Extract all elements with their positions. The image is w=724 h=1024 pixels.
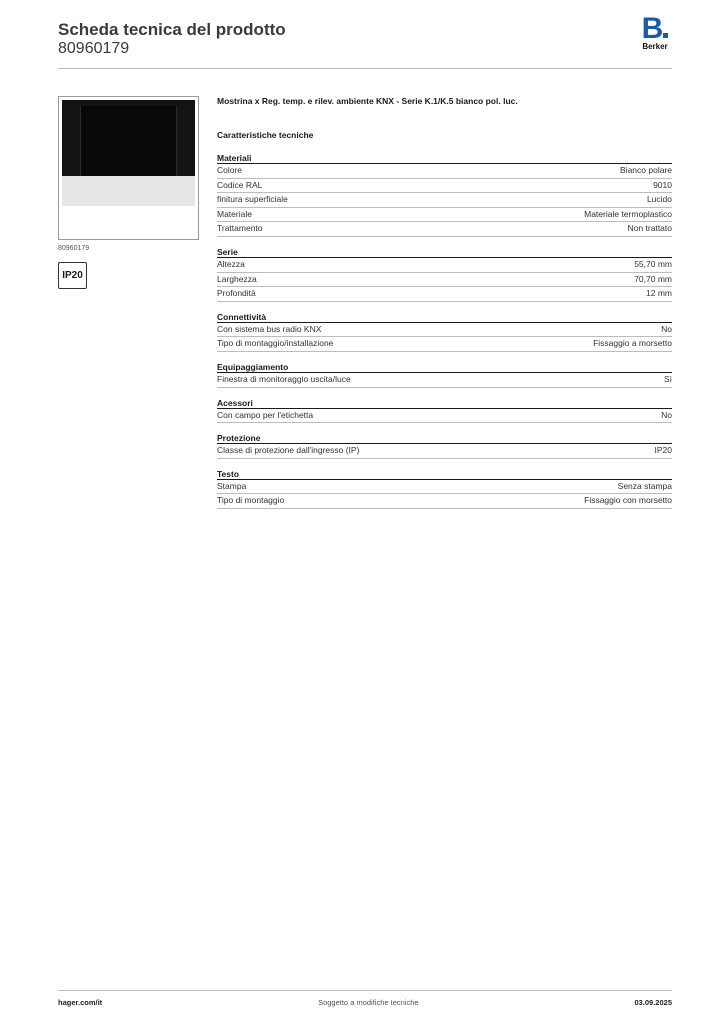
product-image-light-area (62, 176, 195, 206)
spec-row: Stampa Senza stampa (217, 480, 672, 495)
spec-label: Profondità (217, 288, 256, 299)
spec-value: 9010 (653, 179, 672, 190)
section-title: Serie (217, 246, 672, 258)
footer-divider (58, 990, 672, 991)
spec-label: Finestra di monitoraggio uscita/luce (217, 373, 351, 384)
page-footer: hager.com/it Soggetto a modifiche tecnic… (58, 998, 672, 1007)
section-title: Testo (217, 468, 672, 480)
spec-value: Lucido (646, 194, 672, 205)
spec-label: Stampa (217, 480, 247, 491)
spec-row: Altezza 55,70 mm (217, 258, 672, 273)
spec-label: Codice RAL (217, 179, 263, 190)
spec-row: Trattamento Non trattato (217, 222, 672, 237)
spec-value: 12 mm (646, 288, 672, 299)
product-description: Mostrina x Reg. temp. e rilev. ambiente … (217, 96, 518, 106)
spec-label: Classe di protezione dall'ingresso (IP) (217, 445, 360, 456)
logo-name: Berker (642, 42, 668, 51)
spec-label: Trattamento (217, 223, 263, 234)
spec-label: Larghezza (217, 273, 257, 284)
spec-value: 70,70 mm (634, 273, 672, 284)
spec-label: Tipo di montaggio/installazione (217, 338, 334, 349)
page-header: Scheda tecnica del prodotto 80960179 B B… (58, 14, 672, 70)
spec-value: Bianco polare (620, 165, 672, 175)
product-image-dark-area (62, 100, 195, 176)
spec-value: No (661, 323, 672, 334)
spec-row: Profondità 12 mm (217, 287, 672, 302)
spec-value: Non trattato (627, 223, 672, 234)
tech-title: Caratteristiche tecniche (217, 130, 314, 140)
spec-row: finitura superficiale Lucido (217, 193, 672, 208)
spec-row: Tipo di montaggio Fissaggio con morsetto (217, 494, 672, 509)
spec-label: finitura superficiale (217, 194, 288, 205)
section-title: Protezione (217, 432, 672, 445)
spec-row: Con sistema bus radio KNX No (217, 323, 672, 338)
spec-label: Materiale (217, 208, 252, 219)
section-title: Equipaggiamento (217, 361, 672, 373)
footer-note: Soggetto a modifiche tecniche (318, 998, 419, 1007)
logo-letter: B (641, 12, 664, 45)
page-title: Scheda tecnica del prodotto (58, 20, 286, 39)
spec-label: Altezza (217, 258, 245, 269)
spec-row: Larghezza 70,70 mm (217, 273, 672, 288)
spec-value: Fissaggio a morsetto (593, 338, 672, 349)
image-code: 80960179 (58, 245, 90, 252)
spec-value: No (661, 409, 672, 420)
spec-value: Senza stampa (617, 480, 672, 491)
spec-row: Materiale Materiale termoplastico (217, 208, 672, 223)
product-image (58, 96, 199, 240)
product-code: 80960179 (58, 40, 130, 57)
spec-label: Tipo di montaggio (217, 495, 285, 506)
spec-row: Codice RAL 9010 (217, 179, 672, 194)
spec-value: Materiale termoplastico (584, 208, 672, 219)
spec-row: Colore Bianco polare (217, 164, 672, 179)
spec-content: Mostrina x Reg. temp. e rilev. ambiente … (217, 95, 672, 518)
section-title: Connettività (217, 311, 672, 323)
spec-row: Con campo per l'etichetta No (217, 409, 672, 424)
spec-value: IP20 (654, 445, 673, 456)
footer-website[interactable]: hager.com/it (58, 998, 103, 1007)
spec-value: Fissaggio con morsetto (584, 495, 672, 506)
logo-dot-icon (663, 33, 669, 38)
spec-label: Con sistema bus radio KNX (217, 323, 322, 334)
spec-value: 55,70 mm (634, 258, 672, 269)
spec-row: Tipo di montaggio/installazione Fissaggio… (217, 337, 672, 352)
section-title: Acessori (217, 397, 672, 409)
spec-label: Colore (217, 165, 243, 175)
spec-row: Finestra di monitoraggio uscita/luce Sì (217, 373, 672, 388)
spec-row: Classe di protezione dall'ingresso (IP) I… (217, 444, 672, 459)
spec-value: Sì (663, 373, 672, 384)
berker-logo: B Berker (638, 14, 672, 51)
header-divider (58, 68, 672, 69)
spec-label: Con campo per l'etichetta (217, 409, 314, 420)
ip-badge: IP20 (58, 262, 87, 289)
product-frame (80, 106, 177, 176)
footer-date: 03.09.2025 (634, 998, 672, 1007)
section-title: Materiali (217, 152, 672, 164)
